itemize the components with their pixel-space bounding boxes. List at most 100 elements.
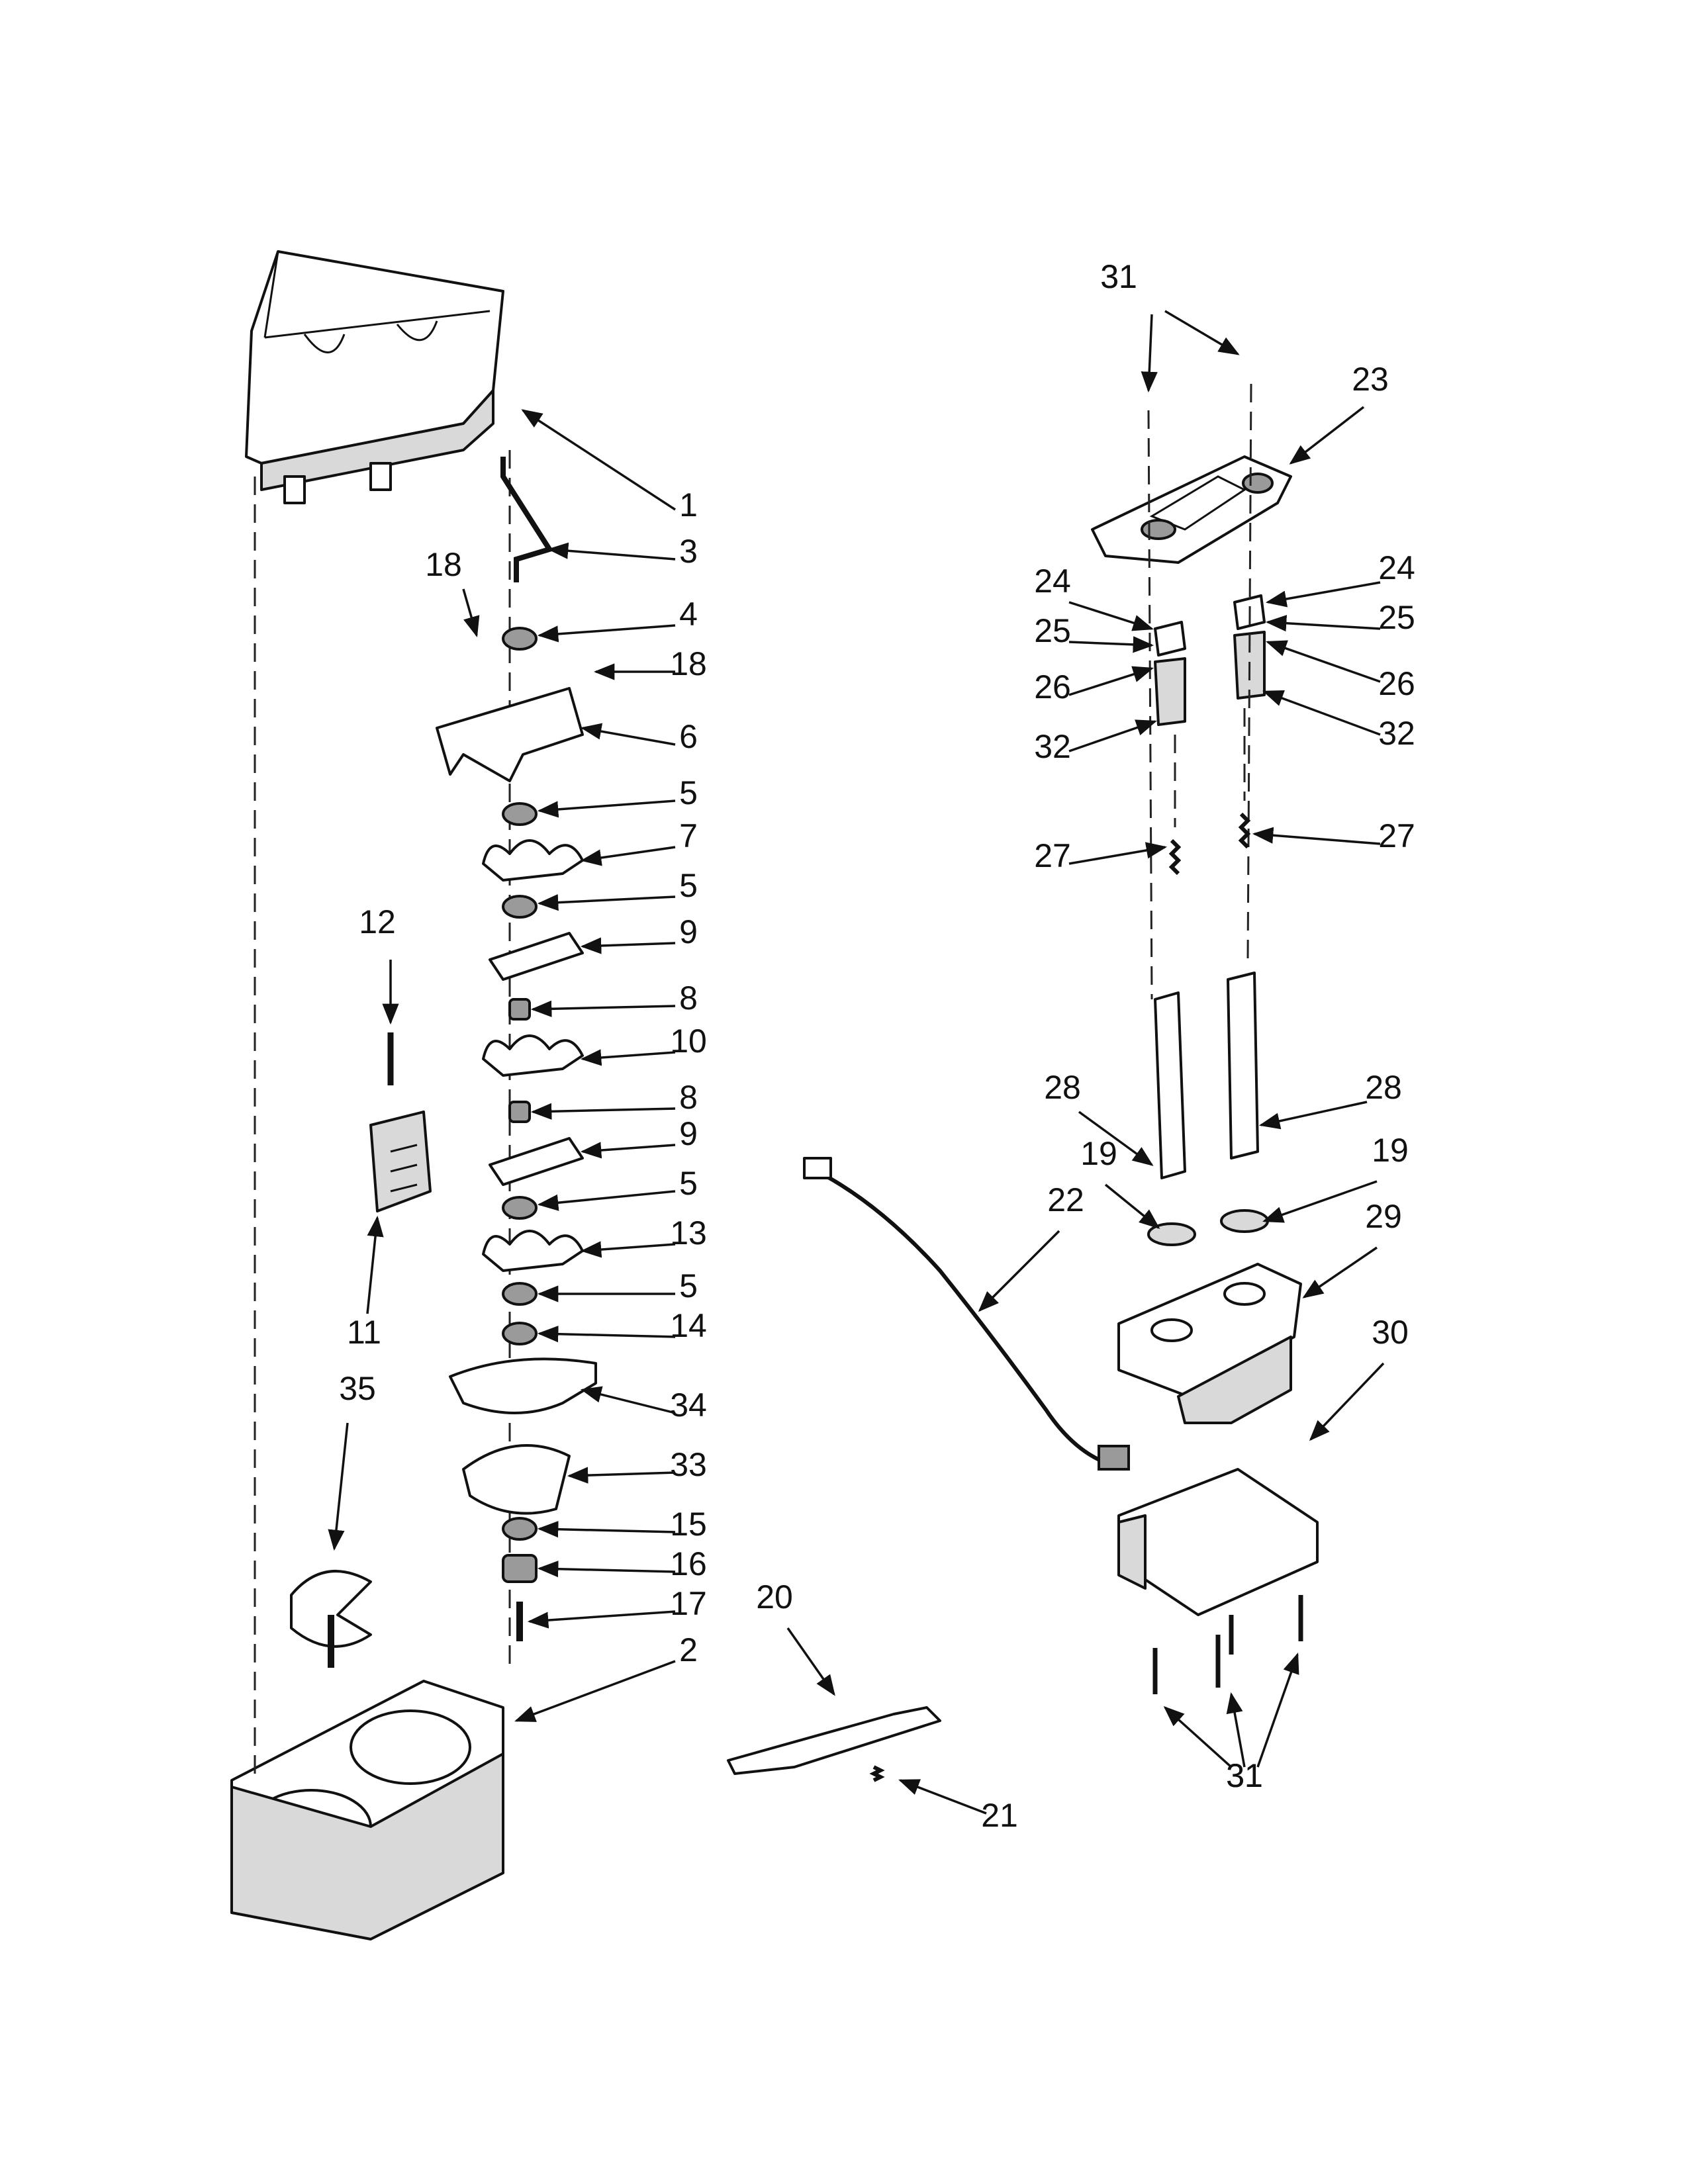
callout-label-23: 23: [1352, 361, 1389, 398]
hex-shafts: [1154, 972, 1259, 1179]
ice-bucket-bottom: [230, 1680, 504, 1940]
callout-label-21: 21: [981, 1797, 1018, 1834]
callout-leader-32: [1068, 719, 1157, 752]
callout-leader-5: [537, 799, 676, 818]
ice-bucket-top: [245, 250, 504, 504]
mounting-bracket: [1117, 1468, 1319, 1616]
lever: [727, 1706, 941, 1775]
small-spring: [869, 1765, 885, 1782]
callout-leader-3: [547, 542, 676, 561]
callout-leader-22: [978, 1230, 1060, 1312]
callout-leader-24: [1068, 601, 1154, 631]
callout-leader-31: [1141, 314, 1158, 393]
callout-leader-28: [1258, 1101, 1368, 1130]
springs: [1168, 812, 1251, 876]
callout-label-32: 32: [1378, 715, 1415, 752]
callout-label-27: 27: [1034, 837, 1071, 874]
callout-label-9: 9: [679, 913, 698, 950]
callout-label-30: 30: [1372, 1314, 1409, 1351]
screws-bottom: [1152, 1595, 1303, 1694]
callout-leader-29: [1302, 1246, 1378, 1298]
callout-label-5: 5: [679, 1267, 698, 1304]
callout-label-15: 15: [670, 1506, 707, 1543]
callout-leader-7: [580, 846, 676, 866]
callout-leader-15: [537, 1521, 676, 1538]
callout-leader-26: [1068, 666, 1154, 696]
callout-leader-11: [366, 1215, 384, 1314]
callout-label-31: 31: [1226, 1757, 1263, 1794]
callout-leader-26: [1266, 640, 1381, 683]
callout-leader-16: [537, 1561, 676, 1578]
callout-label-25: 25: [1034, 612, 1071, 649]
callout-label-1: 1: [679, 486, 698, 523]
callout-leader-8: [530, 1000, 676, 1017]
callout-leader-17: [527, 1610, 676, 1629]
callout-leader-19: [1262, 1180, 1378, 1223]
callout-label-34: 34: [670, 1387, 707, 1424]
callout-label-31: 31: [1226, 1757, 1263, 1794]
callout-label-20: 20: [756, 1578, 793, 1615]
callout-leader-9: [580, 937, 676, 954]
callout-label-17: 17: [670, 1585, 707, 1622]
callout-label-12: 12: [359, 903, 396, 940]
callout-leader-30: [1309, 1362, 1385, 1441]
callout-leader-14: [537, 1326, 676, 1343]
callout-label-25: 25: [1378, 599, 1415, 636]
callout-leader-34: [580, 1386, 676, 1414]
callout-label-24: 24: [1034, 563, 1071, 600]
callout-leader-32: [1262, 690, 1381, 736]
callout-leader-1: [521, 409, 676, 511]
callout-label-22: 22: [1047, 1181, 1084, 1218]
callout-label-18: 18: [425, 546, 462, 583]
callout-label-31: 31: [1100, 258, 1137, 295]
callout-leader-20: [786, 1627, 835, 1696]
callout-leader-31: [1256, 1653, 1299, 1768]
callout-leader-33: [567, 1467, 676, 1484]
callout-leader-25: [1265, 615, 1381, 632]
callout-label-28: 28: [1044, 1069, 1081, 1106]
callout-leader-27: [1252, 827, 1381, 845]
callout-leader-4: [537, 624, 676, 643]
side-block: [369, 1111, 432, 1212]
callout-label-8: 8: [679, 1079, 698, 1116]
callout-label-11: 11: [347, 1314, 381, 1351]
callout-label-26: 26: [1034, 668, 1071, 705]
callout-leader-25: [1068, 636, 1154, 653]
callout-leader-31: [1226, 1692, 1246, 1768]
callout-leader-5: [537, 1190, 676, 1211]
motor: [1117, 1263, 1302, 1424]
callout-label-5: 5: [679, 774, 698, 811]
callout-label-5: 5: [679, 1165, 698, 1202]
callout-leader-28: [1078, 1111, 1154, 1166]
callout-label-29: 29: [1365, 1198, 1402, 1235]
callout-label-13: 13: [670, 1214, 707, 1251]
left-coupler: [1154, 621, 1186, 726]
callout-leader-2: [514, 1660, 676, 1722]
callout-label-4: 4: [679, 596, 698, 633]
auger-blade: [290, 1570, 372, 1668]
callout-leader-35: [328, 1422, 349, 1551]
callout-leader-8: [530, 1103, 676, 1120]
wire-harness: [803, 1157, 1130, 1471]
callout-label-2: 2: [679, 1631, 698, 1668]
callout-label-9: 9: [679, 1115, 698, 1152]
callout-leader-18: [462, 588, 480, 638]
callout-label-14: 14: [670, 1307, 707, 1344]
callout-leader-31: [1164, 310, 1240, 355]
callout-leader-5: [537, 894, 676, 911]
callout-leader-13: [580, 1241, 676, 1258]
callout-leader-24: [1265, 581, 1381, 608]
callout-label-24: 24: [1378, 549, 1415, 586]
callout-label-7: 7: [679, 817, 698, 854]
callout-label-19: 19: [1080, 1135, 1117, 1172]
callout-leader-6: [580, 723, 676, 746]
callout-leader-21: [898, 1779, 987, 1815]
callout-label-18: 18: [670, 645, 707, 682]
callout-label-5: 5: [679, 867, 698, 904]
shaft-stack: [436, 627, 597, 1641]
callout-label-31: 31: [1100, 258, 1137, 295]
callout-label-35: 35: [339, 1370, 376, 1407]
callout-leader-9: [580, 1142, 676, 1159]
